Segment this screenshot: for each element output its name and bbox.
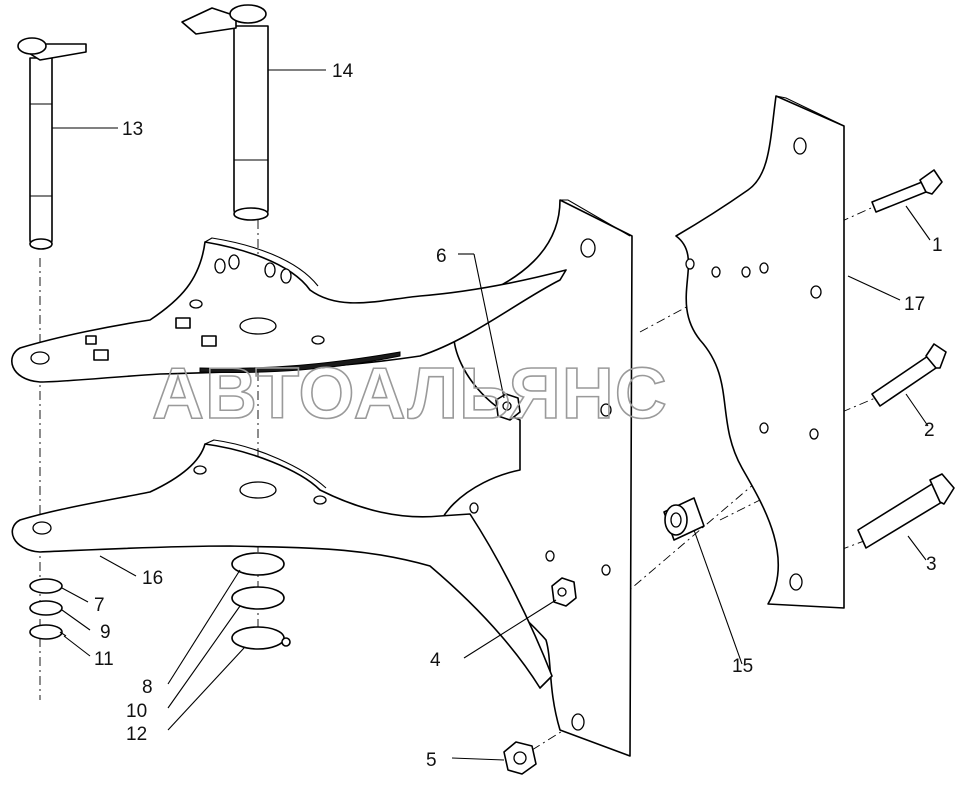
- rings-left: [29, 578, 67, 640]
- callout-1: 1: [932, 235, 943, 256]
- rings-right: [231, 552, 291, 650]
- callout-3: 3: [926, 554, 937, 575]
- callout-17: 17: [904, 294, 925, 315]
- callout-8: 8: [142, 677, 153, 698]
- callout-13: 13: [122, 119, 143, 140]
- callout-16: 16: [142, 568, 163, 589]
- watermark-text: АВТОАЛЬЯНС: [152, 354, 668, 434]
- bolt-part-1: [871, 169, 943, 213]
- upper-bracket-arm: [11, 237, 567, 383]
- front-plate: [434, 199, 633, 757]
- callout-6: 6: [436, 246, 447, 267]
- nut-part-4: [551, 577, 577, 607]
- callout-numbers: 1 2 3 4 5 6 7 8 9 10 11 12 13 14 15 16 1…: [94, 61, 943, 771]
- pin-part-14: [181, 4, 269, 221]
- nut-part-6: [495, 393, 521, 421]
- callout-9: 9: [100, 622, 111, 643]
- callout-10: 10: [126, 701, 147, 722]
- bolt-part-3: [857, 473, 955, 549]
- callout-7: 7: [94, 595, 105, 616]
- callout-14: 14: [332, 61, 354, 82]
- callout-4: 4: [430, 650, 441, 671]
- nut-part-5: [503, 741, 537, 775]
- leader-lines: [52, 69, 931, 761]
- callout-11: 11: [94, 649, 114, 670]
- callout-5: 5: [426, 750, 437, 771]
- spacer-part-15: [663, 497, 705, 541]
- callout-12: 12: [126, 724, 147, 745]
- lower-bracket-arm-part-16: [11, 439, 553, 689]
- bolt-part-2: [871, 343, 947, 407]
- callout-2: 2: [924, 420, 935, 441]
- pin-part-13: [17, 37, 87, 250]
- rear-plate-part-17: [675, 95, 845, 609]
- callout-15: 15: [732, 656, 753, 677]
